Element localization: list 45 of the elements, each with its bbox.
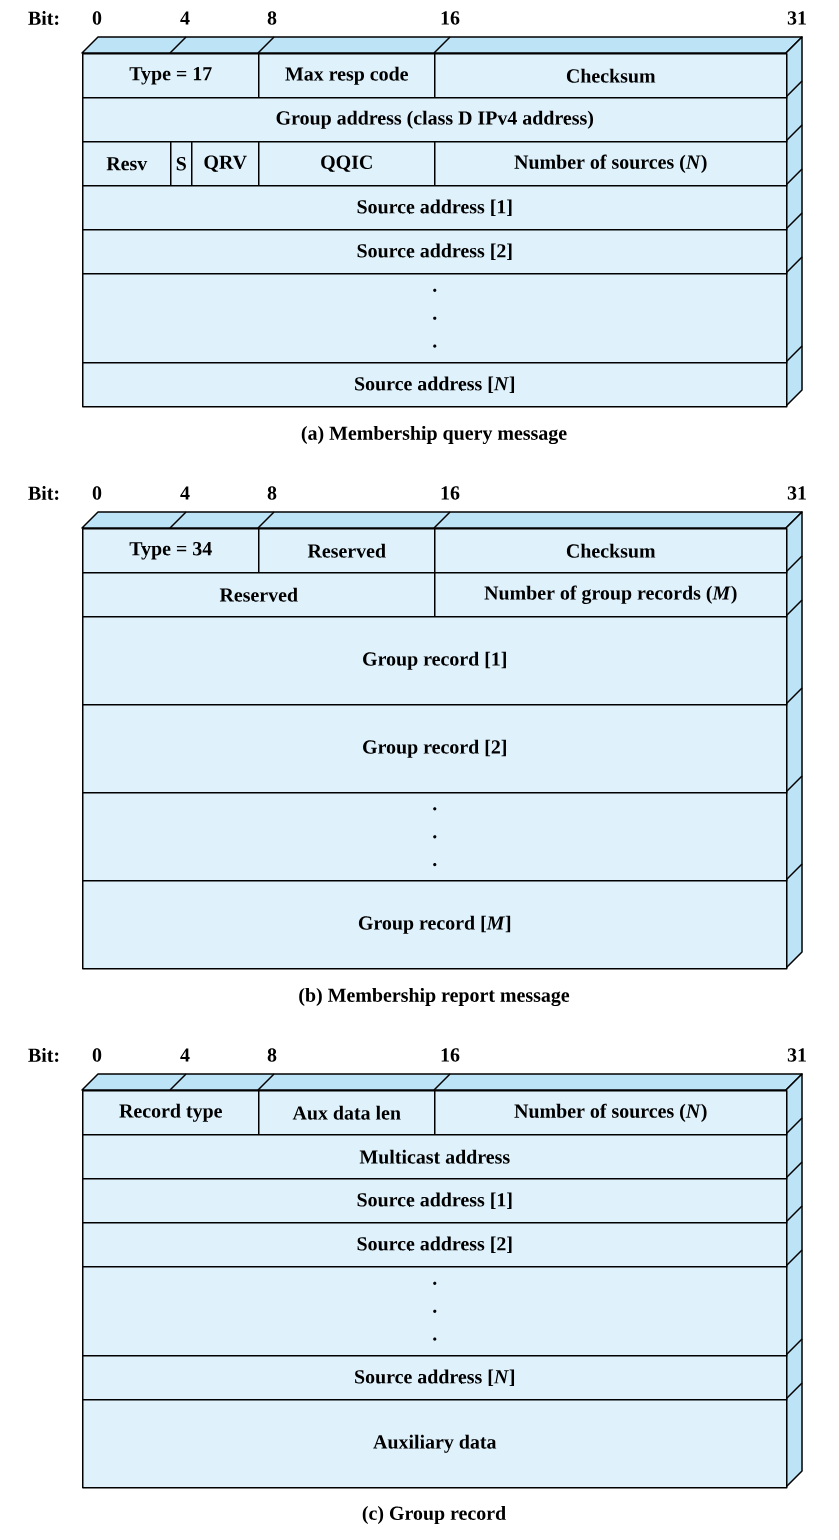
field-cell: Number of sources (N) (434, 1090, 788, 1136)
bit-label: Bit: (28, 485, 59, 501)
bit-number: 31 (787, 1048, 806, 1062)
field-cell: Source address [N] (82, 1355, 788, 1401)
field-cell: Group record [2] (82, 704, 788, 794)
bit-number: 16 (441, 1048, 460, 1062)
field-cell: Source address [2] (82, 1222, 788, 1268)
field-cell: Number of sources (N) (434, 141, 788, 187)
bit-number: 0 (92, 486, 102, 500)
field-cell: Max resp code (258, 53, 436, 99)
bit-number: 31 (787, 11, 806, 25)
bit-number: 0 (92, 11, 102, 25)
bit-number: 0 (92, 1048, 102, 1062)
figure-caption: (a) Membership query message (301, 425, 567, 445)
bit-number: 4 (180, 486, 190, 500)
bit-number: 8 (267, 1048, 277, 1062)
bit-number: 31 (787, 486, 806, 500)
field-cell: Source address [2] (82, 229, 788, 275)
field-cell: . . . (82, 1266, 788, 1357)
field-cell: Checksum (434, 528, 788, 574)
bit-number: 8 (267, 486, 277, 500)
bit-label: Bit: (28, 1047, 59, 1063)
field-cell: Source address [1] (82, 1178, 788, 1224)
field-cell: . . . (82, 273, 788, 364)
bit-number: 8 (267, 11, 277, 25)
field-cell: Number of group records (M) (434, 572, 788, 618)
figure-caption: (b) Membership report message (299, 987, 570, 1007)
bit-number: 4 (180, 11, 190, 25)
field-cell: Aux data len (258, 1090, 436, 1136)
field-cell: Reserved (82, 572, 436, 618)
bit-number: 16 (441, 486, 460, 500)
field-cell: Auxiliary data (82, 1399, 788, 1489)
field-cell: Record type (82, 1090, 260, 1136)
figure-caption: (c) Group record (362, 1506, 506, 1525)
field-cell: S (170, 141, 193, 187)
field-cell: Group record [M] (82, 880, 788, 970)
bit-number: 4 (180, 1048, 190, 1062)
field-cell: Type = 34 (82, 528, 260, 574)
bit-label: Bit: (28, 10, 59, 26)
field-cell: Reserved (258, 528, 436, 574)
field-cell: Source address [N] (82, 362, 788, 408)
field-cell: . . . (82, 792, 788, 882)
bit-number: 16 (441, 11, 460, 25)
field-cell: Type = 17 (82, 53, 260, 99)
field-cell: Checksum (434, 53, 788, 99)
